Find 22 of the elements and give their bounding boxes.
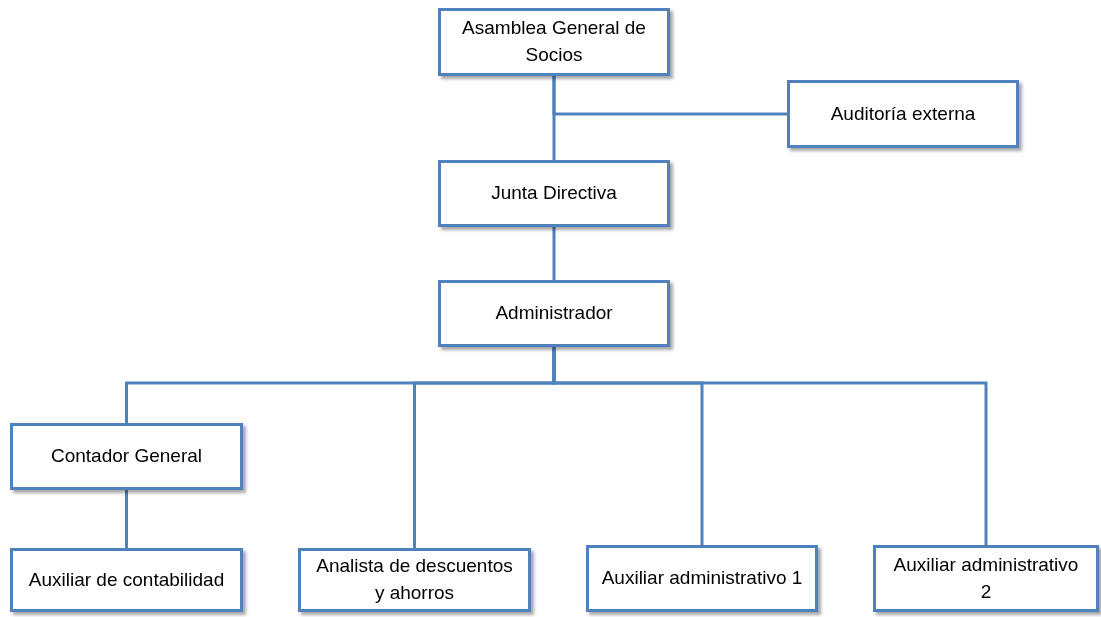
org-box (10, 548, 243, 612)
connector-line (552, 76, 787, 116)
connector-line (552, 347, 988, 545)
box-label: Junta Directiva (491, 181, 617, 206)
connector-line (125, 490, 128, 548)
box-label: Auxiliar de contabilidad (28, 567, 225, 592)
box-label: Auxiliar administrativo 1 (601, 566, 803, 591)
connector-line (552, 227, 556, 280)
org-box (438, 280, 670, 347)
box-label: Administrador (495, 301, 613, 326)
box-label: Contador General (50, 444, 202, 469)
box-label: Auditoría externa (830, 101, 976, 126)
org-box (298, 548, 531, 612)
box-label: Asamblea General de Socios (461, 16, 647, 67)
org-box (10, 423, 243, 490)
org-box (586, 545, 818, 612)
box-label: Auxiliar administrativo 2 (892, 552, 1080, 604)
org-box (438, 8, 670, 76)
org-box (787, 80, 1019, 148)
org-box (438, 160, 670, 227)
org-box (873, 545, 1099, 612)
box-label: Analista de descuentos y ahorros (315, 554, 514, 605)
